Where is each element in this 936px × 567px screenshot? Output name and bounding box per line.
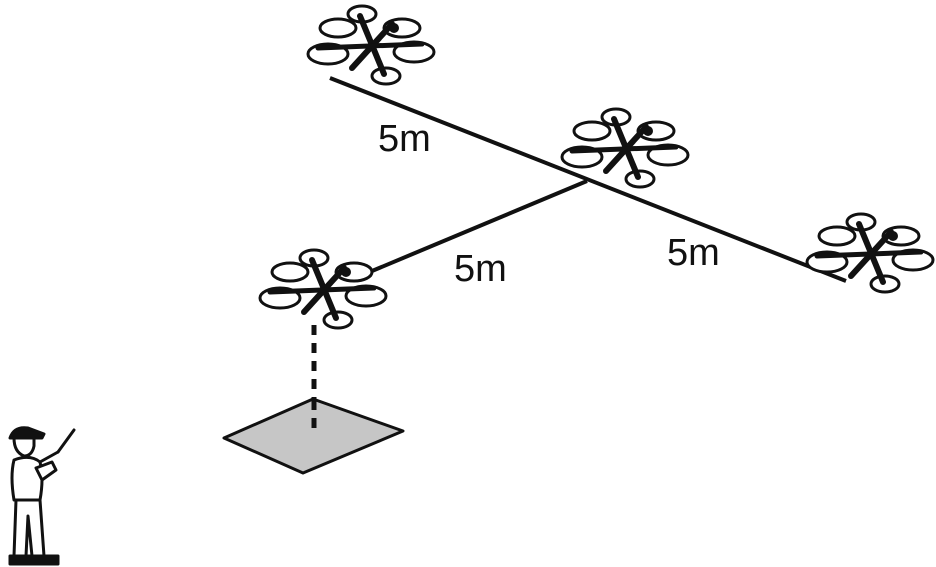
distance-label-bottom: 5m: [454, 248, 507, 290]
distance-label-right: 5m: [667, 232, 720, 274]
quadcopter-icon-top-left: [308, 6, 434, 84]
path-line-branch: [371, 179, 588, 273]
path-line-main: [329, 76, 847, 283]
quadcopter-icon-right: [807, 214, 933, 292]
pilot-with-controller-icon: [8, 426, 76, 566]
quadcopter-icon-bottom-left: [260, 250, 386, 328]
landing-pad: [222, 397, 405, 475]
distance-label-top: 5m: [378, 118, 431, 160]
